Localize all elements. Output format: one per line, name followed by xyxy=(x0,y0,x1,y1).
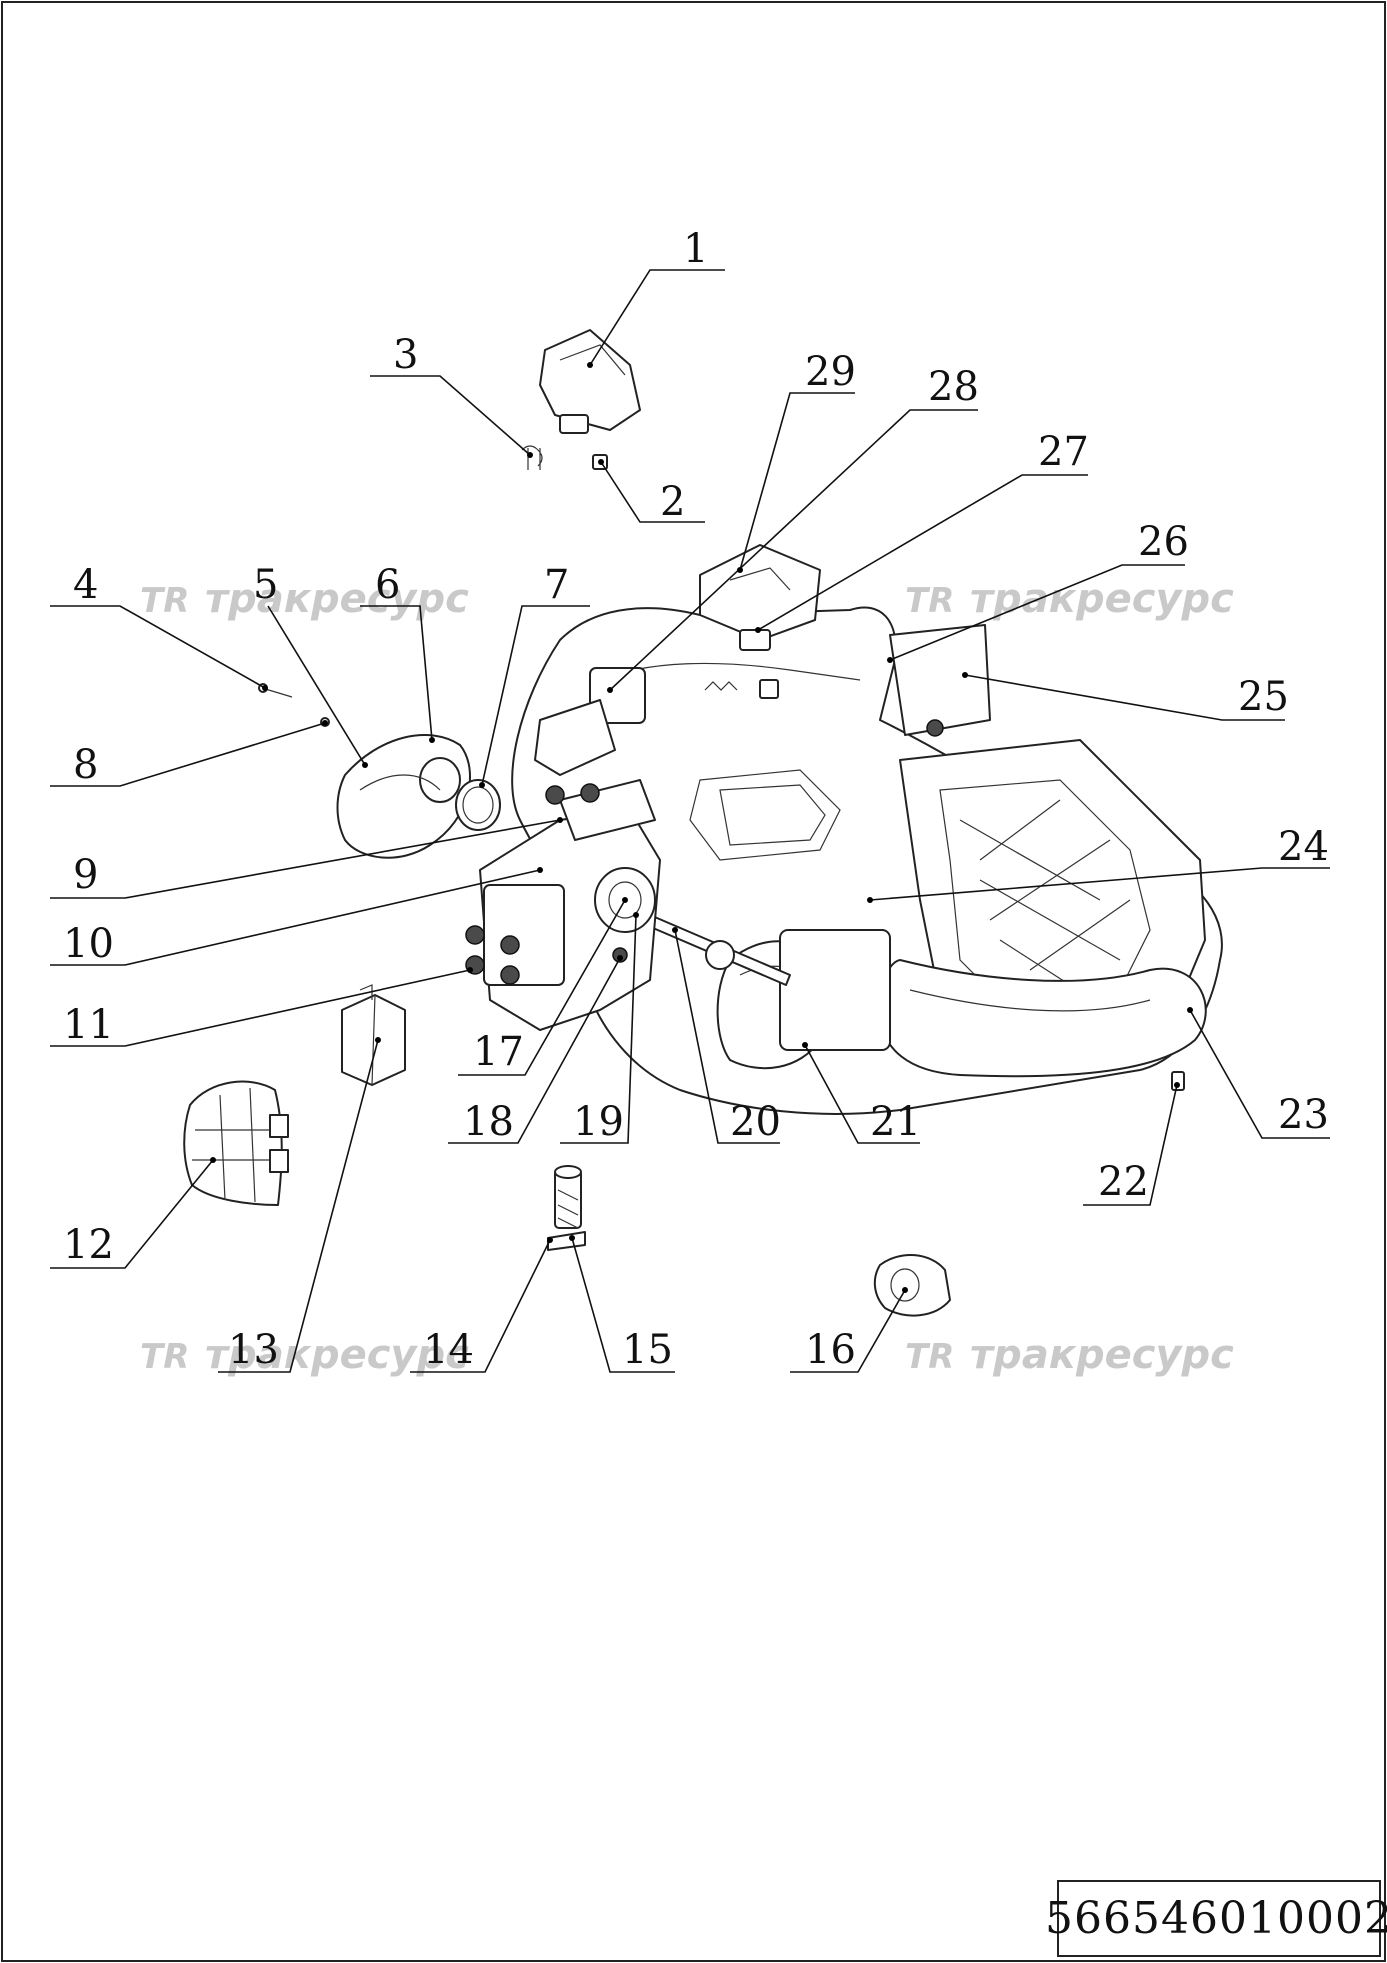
watermark-logo: TR xyxy=(140,1337,189,1377)
callout-20: 20 xyxy=(672,927,781,1145)
callout-19: 19 xyxy=(560,912,639,1145)
callout-29: 29 xyxy=(737,349,856,573)
callout-label: 24 xyxy=(1278,824,1329,870)
document-code-box: 566546010002 xyxy=(1045,1880,1387,1957)
watermark-logo: TR xyxy=(905,1337,954,1377)
switch-cap xyxy=(539,329,641,431)
callout-23: 23 xyxy=(1187,1007,1330,1139)
callout-label: 20 xyxy=(730,1099,781,1145)
watermark-bottom-left: TR тракресурс xyxy=(140,1332,469,1378)
callout-11: 11 xyxy=(50,967,473,1048)
filter-cover xyxy=(183,1080,283,1206)
callout-28: 28 xyxy=(607,364,979,693)
callout-label: 8 xyxy=(73,742,98,788)
callout-5: 5 xyxy=(253,562,368,768)
callout-label: 10 xyxy=(63,921,114,967)
callout-label: 22 xyxy=(1098,1159,1149,1205)
callout-4: 4 xyxy=(50,562,268,691)
callout-label: 27 xyxy=(1038,429,1089,475)
callout-label: 4 xyxy=(73,562,98,608)
callout-label: 16 xyxy=(805,1327,856,1373)
callout-2: 2 xyxy=(598,459,705,525)
callout-label: 29 xyxy=(805,349,856,395)
watermark-text: тракресурс xyxy=(205,1332,469,1378)
callout-21: 21 xyxy=(802,1042,921,1145)
watermark-bottom-right: TR тракресурс xyxy=(905,1332,1234,1378)
watermark-text: тракресурс xyxy=(970,576,1234,622)
trigger-cover xyxy=(699,544,821,641)
callout-label: 26 xyxy=(1138,519,1189,565)
callout-label: 3 xyxy=(393,332,418,378)
callout-label: 15 xyxy=(622,1327,673,1373)
callout-label: 6 xyxy=(375,562,400,608)
callout-6: 6 xyxy=(360,562,435,743)
callout-label: 23 xyxy=(1278,1092,1329,1138)
callout-label: 9 xyxy=(73,852,98,898)
lock-lever xyxy=(534,699,616,776)
callout-label: 11 xyxy=(63,1002,114,1048)
callout-24: 24 xyxy=(867,824,1330,903)
callout-3: 3 xyxy=(370,332,533,458)
callout-10: 10 xyxy=(50,867,543,967)
watermark-logo: TR xyxy=(905,581,954,621)
watermark-logo: TR xyxy=(140,581,189,621)
callout-label: 14 xyxy=(423,1327,474,1373)
callout-8: 8 xyxy=(50,720,328,788)
callout-13: 13 xyxy=(218,1037,381,1373)
callout-22: 22 xyxy=(1083,1082,1180,1206)
callout-17: 17 xyxy=(458,897,628,1076)
callout-label: 12 xyxy=(63,1222,114,1268)
callout-15: 15 xyxy=(569,1235,675,1373)
callout-9: 9 xyxy=(50,817,563,899)
callout-12: 12 xyxy=(50,1157,216,1269)
callout-label: 13 xyxy=(228,1327,279,1373)
callout-label: 2 xyxy=(660,479,685,525)
parts-drawing xyxy=(183,329,1223,1317)
callout-1: 1 xyxy=(587,226,725,368)
watermark-text: тракресурс xyxy=(205,576,469,622)
callout-label: 25 xyxy=(1238,674,1289,720)
callout-label: 18 xyxy=(463,1099,514,1145)
callout-label: 21 xyxy=(870,1099,921,1145)
callout-label: 1 xyxy=(683,226,708,272)
callout-label: 5 xyxy=(253,562,278,608)
callout-16: 16 xyxy=(790,1287,908,1373)
switch-block xyxy=(483,884,565,986)
callout-18: 18 xyxy=(448,955,623,1145)
callouts: 1 2 3 4 5 6 7 8 xyxy=(50,226,1330,1373)
callout-label: 19 xyxy=(573,1099,624,1145)
callout-label: 28 xyxy=(928,364,979,410)
watermark-top-left: TR тракресурс xyxy=(140,576,469,622)
knob xyxy=(873,1253,951,1317)
handle-bracket xyxy=(779,929,891,1051)
callout-14: 14 xyxy=(410,1237,553,1373)
callout-26: 26 xyxy=(887,519,1189,663)
torsion-spring xyxy=(521,445,543,470)
callout-label: 7 xyxy=(544,562,569,608)
watermark-text: тракресурс xyxy=(970,1332,1234,1378)
callout-7: 7 xyxy=(479,562,590,788)
callout-label: 17 xyxy=(473,1029,524,1075)
watermark-top-right: TR тракресурс xyxy=(905,576,1234,622)
callout-25: 25 xyxy=(962,672,1289,721)
callout-27: 27 xyxy=(755,429,1089,633)
side-plate xyxy=(889,624,991,736)
